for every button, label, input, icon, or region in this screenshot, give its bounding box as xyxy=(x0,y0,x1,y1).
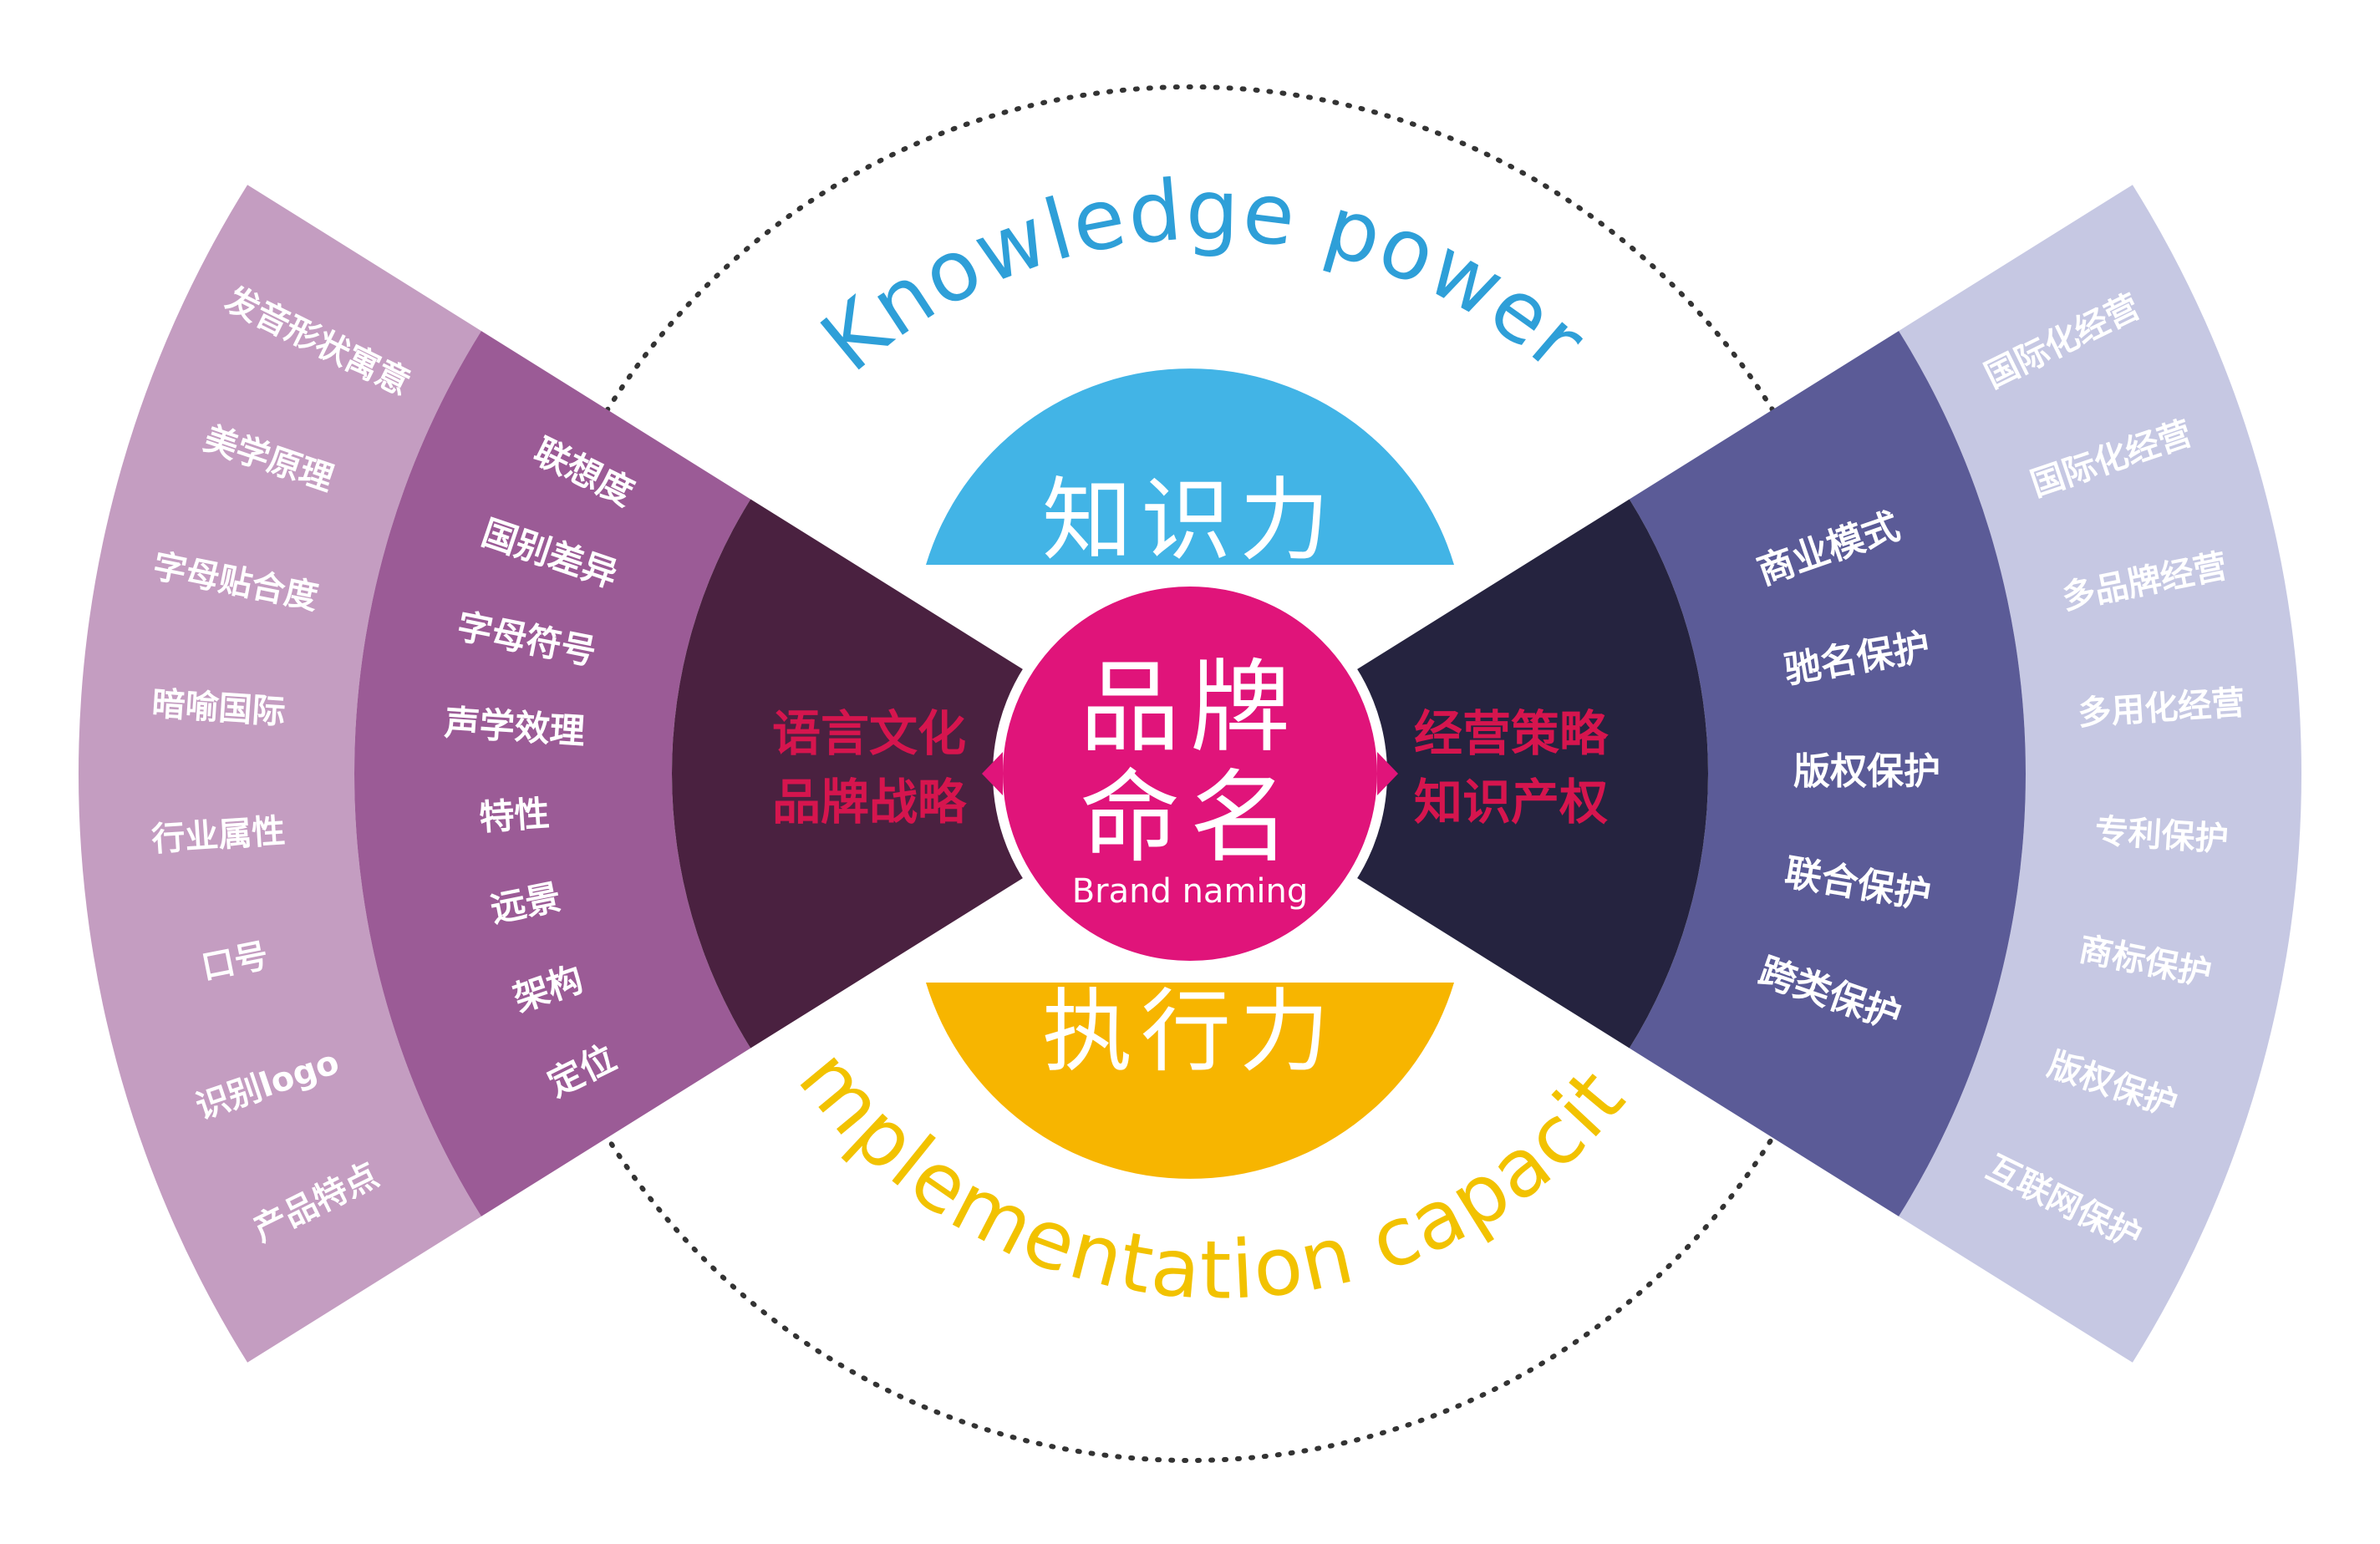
right-pointer xyxy=(1377,752,1398,795)
right-inner-label: 知识产权 xyxy=(1414,774,1608,830)
left-outer-label: 暗喻国际 xyxy=(150,685,287,732)
implementation-petal xyxy=(926,983,1454,1179)
center-subtitle: Brand naming xyxy=(1072,872,1309,911)
right-outer-ring xyxy=(1899,185,2301,1363)
knowledge-petal xyxy=(926,368,1454,565)
left-inner-label: 语言文化 xyxy=(772,705,966,762)
center-title-line2: 命名 xyxy=(1080,760,1300,876)
left-outer-ring xyxy=(79,185,481,1363)
right-inner-label: 经营策略 xyxy=(1414,705,1609,762)
left-inner-label: 品牌战略 xyxy=(772,774,967,830)
center-title-line1: 品牌 xyxy=(1080,650,1300,766)
right-outer-label: 专利保护 xyxy=(2093,812,2230,859)
left-middle-label: 特性 xyxy=(478,793,551,838)
implementation-petal-label: 执行力 xyxy=(1042,980,1338,1084)
knowledge-petal-label: 知识力 xyxy=(1042,469,1338,573)
right-middle-ring xyxy=(1629,331,2027,1216)
left-middle-ring xyxy=(354,331,751,1216)
knowledge-power-heading: Knowledge power xyxy=(803,161,1604,391)
left-pointer xyxy=(982,752,1003,795)
left-middle-label: 声学效理 xyxy=(444,702,587,752)
left-outer-label: 行业属性 xyxy=(150,812,287,859)
right-middle-label: 版权保护 xyxy=(1793,750,1940,793)
right-inner-wedge xyxy=(1190,499,1708,1049)
left-inner-wedge xyxy=(671,499,1190,1049)
